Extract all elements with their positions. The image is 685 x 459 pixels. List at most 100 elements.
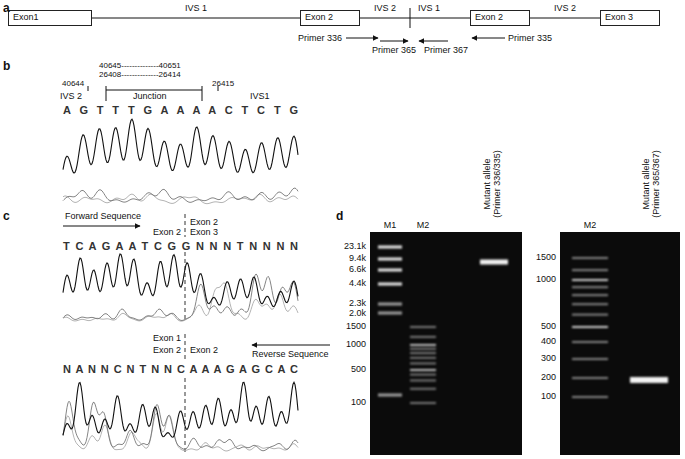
gel-band — [572, 358, 608, 360]
gel-image — [560, 232, 680, 455]
primer-label: Primer 335 — [508, 34, 552, 44]
trace — [63, 188, 298, 202]
gel-band — [410, 388, 436, 390]
exon-box: Exon1 — [8, 10, 92, 26]
trace — [63, 254, 298, 306]
junction-bracket — [106, 86, 107, 101]
size-marker: 100 — [541, 392, 556, 402]
sequence-read: N A N N C N T N N C A A A G A G C A C — [63, 363, 298, 375]
primer-label: Primer 336 — [298, 34, 342, 44]
exon-label: Exon 3 — [190, 228, 218, 238]
size-marker: 2.3k — [349, 299, 366, 309]
read-direction: Forward Sequence — [65, 212, 141, 222]
exon-border — [185, 214, 186, 237]
gel-band — [410, 348, 436, 350]
position-number: 26408--------------26414 — [99, 71, 181, 80]
size-marker: 1000 — [346, 340, 366, 350]
chromatogram — [63, 382, 298, 451]
intron-label: IVS1 — [250, 92, 270, 102]
lane-label: Mutant allele (Primer 336/335) — [483, 145, 503, 223]
panel-letter: b — [3, 60, 10, 73]
read-arrow — [63, 226, 140, 227]
size-marker: 1500 — [346, 322, 366, 332]
gel-band — [410, 362, 436, 364]
lane-label: Mutant allele (Primer 365/367) — [642, 145, 662, 223]
gel-band — [378, 303, 402, 306]
exon-border — [185, 378, 186, 452]
position-number: 40645--------------40651 — [99, 62, 181, 71]
trace — [63, 401, 298, 451]
exon-label: Exon 2 — [153, 346, 181, 356]
read-arrow — [252, 345, 330, 346]
size-marker: 100 — [351, 398, 366, 408]
gel-band — [572, 396, 608, 398]
panel-letter: d — [336, 210, 343, 223]
gel-image — [370, 232, 522, 455]
figure-drawing — [63, 8, 680, 455]
gel-band — [572, 269, 608, 271]
junction-label: Junction — [133, 92, 167, 102]
exon-box: Exon 2 — [300, 10, 360, 26]
size-marker: 1500 — [536, 253, 556, 263]
intron-line — [360, 18, 470, 19]
exon-label: Exon 2 — [153, 228, 181, 238]
position-number: 26415 — [212, 80, 234, 89]
gel-band — [410, 357, 436, 359]
trace — [63, 274, 298, 320]
intron-label: IVS 2 — [60, 92, 82, 102]
panel-letter: c — [3, 210, 10, 223]
primer-arrow — [419, 41, 448, 42]
exon-border — [185, 252, 186, 322]
intron-label: IVS 1 — [418, 4, 440, 14]
gel-band — [572, 303, 608, 305]
exon-box: Exon 3 — [600, 10, 660, 26]
primer-arrow — [346, 38, 378, 39]
gel-band — [410, 402, 436, 404]
gel-band — [378, 283, 402, 286]
gel-band — [572, 279, 608, 281]
trace — [63, 194, 298, 204]
gel-band — [378, 258, 402, 261]
primer-arrow — [472, 38, 505, 39]
exon-label: Exon 2 — [471, 11, 529, 25]
gel-band — [378, 312, 402, 315]
chromatogram — [63, 254, 298, 321]
exon-label: Exon 3 — [601, 11, 659, 25]
primer-label: Primer 367 — [424, 46, 468, 56]
trace — [63, 382, 298, 437]
gel-band — [572, 257, 608, 259]
gel-band — [378, 269, 402, 272]
gel-band — [410, 379, 436, 381]
gel-band — [572, 341, 608, 343]
trace — [63, 119, 298, 173]
position-tick — [88, 86, 89, 91]
sequence-read: A G T T T G A A A A C T C T G — [63, 104, 298, 116]
gel-band — [378, 394, 402, 397]
gel-band — [572, 286, 608, 288]
size-marker: 23.1k — [344, 242, 366, 252]
gel-band — [572, 326, 608, 328]
product-band — [480, 260, 508, 265]
sequence-read: T C A G A A T C G G N N N T N N N N — [63, 240, 298, 252]
primer-arrow — [380, 41, 408, 42]
exon-label: Exon 1 — [153, 334, 181, 344]
read-direction: Reverse Sequence — [252, 350, 329, 360]
intron-line — [92, 18, 300, 19]
panel-letter: a — [3, 2, 10, 15]
junction-bracket — [106, 90, 202, 91]
size-marker: 4.4k — [349, 279, 366, 289]
size-marker: 2.0k — [349, 309, 366, 319]
gel-band — [410, 326, 436, 328]
exon-label: Exon1 — [9, 11, 91, 25]
gel-band — [378, 246, 402, 249]
gel-band — [410, 336, 436, 338]
gel-band — [410, 344, 436, 346]
lane-label: M2 — [584, 221, 597, 231]
gel-band — [410, 374, 436, 376]
size-marker: 300 — [541, 354, 556, 364]
product-band — [630, 377, 668, 383]
size-marker: 9.4k — [349, 254, 366, 264]
primer-label: Primer 365 — [372, 46, 416, 56]
gel-band — [410, 352, 436, 354]
